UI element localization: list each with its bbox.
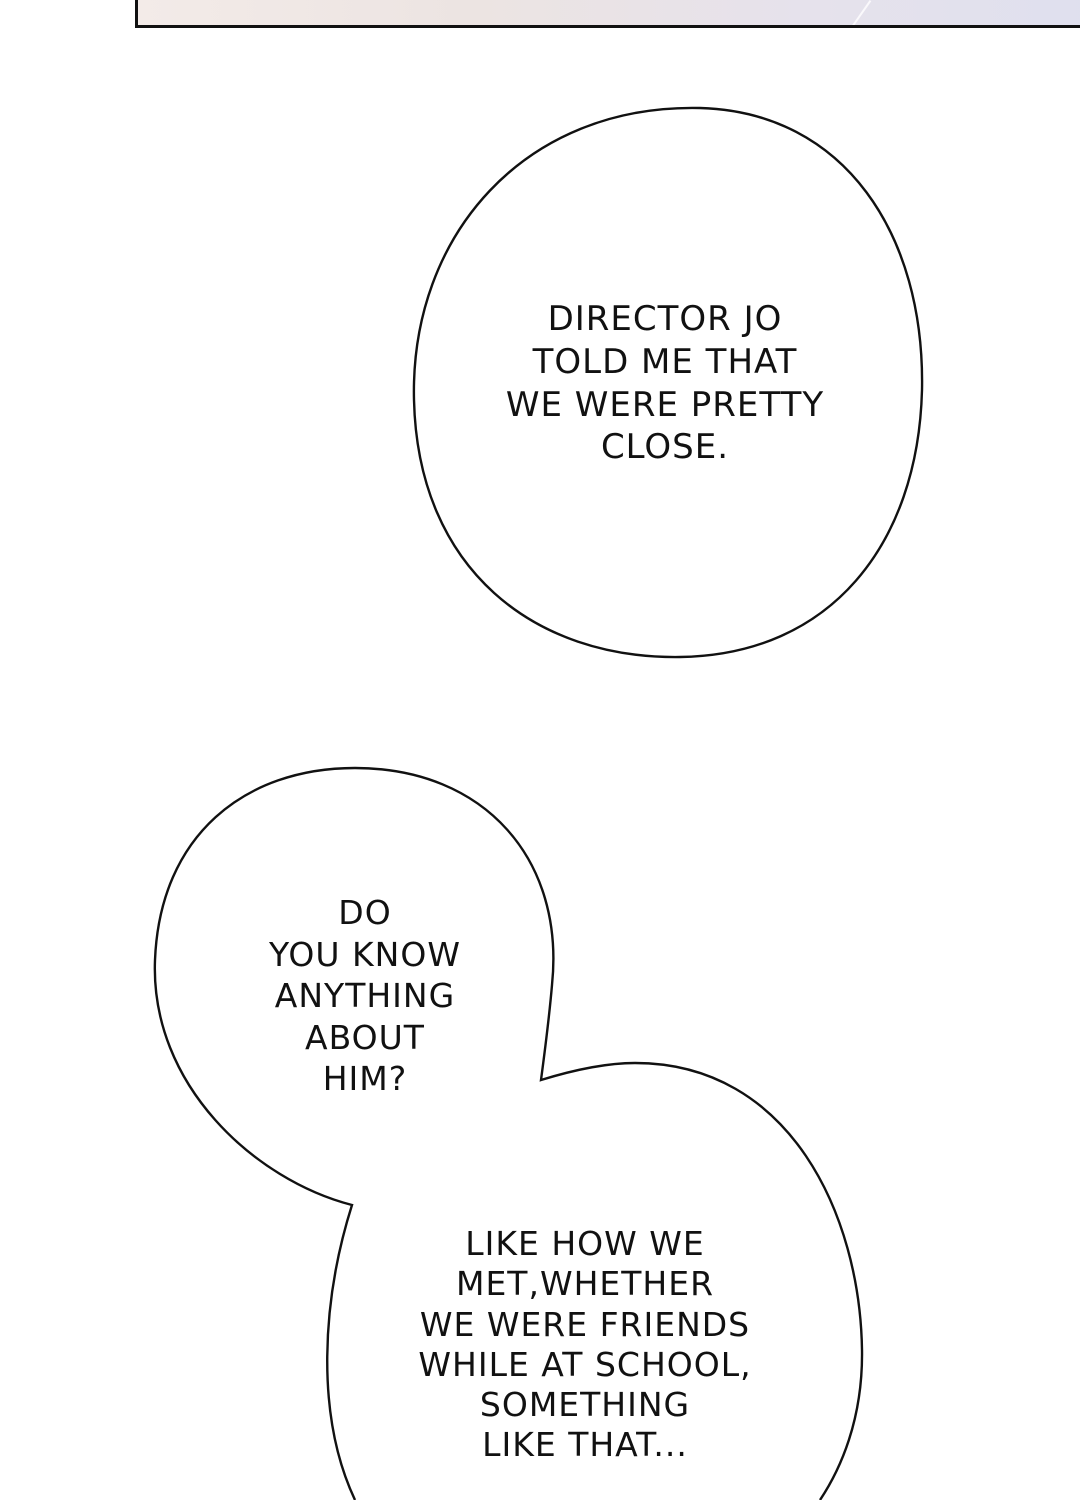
- speech-bubble-top: [412, 106, 924, 659]
- speech-bubble-question-text: DO YOU KNOW ANYTHING ABOUT HIM?: [269, 893, 461, 1099]
- speech-bubble-detail-text: LIKE HOW WE MET,WHETHER WE WERE FRIENDS …: [418, 1224, 752, 1465]
- speech-bubble-bottom: [153, 766, 864, 1500]
- speech-bubble-top-text: DIRECTOR JO TOLD ME THAT WE WERE PRETTY …: [505, 299, 825, 468]
- previous-panel-edge: [135, 0, 1080, 28]
